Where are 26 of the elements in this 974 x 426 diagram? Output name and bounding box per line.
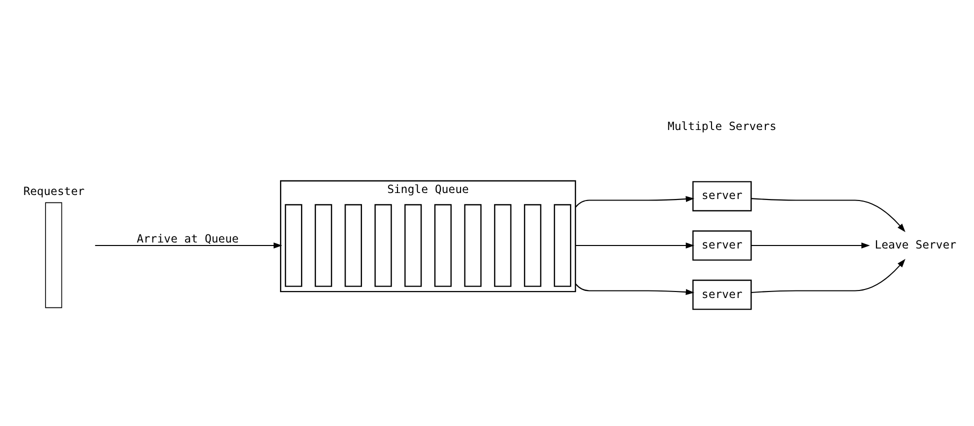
node-box [314, 204, 332, 287]
node-box [524, 204, 542, 287]
node-box: server [692, 181, 752, 212]
node-box [554, 204, 572, 287]
node-box [344, 204, 362, 287]
node-box [464, 204, 482, 287]
arrow [575, 283, 694, 296]
arrow [95, 242, 282, 249]
arrow [751, 198, 906, 232]
node-box [494, 204, 512, 287]
arrow [575, 242, 694, 249]
cluster: Single Queue [280, 180, 576, 292]
arrow [575, 196, 694, 208]
node-box [374, 204, 392, 287]
node-label: Requester [23, 184, 85, 198]
node-box [434, 204, 452, 287]
node-box [404, 204, 422, 287]
node-box [45, 202, 62, 308]
edge-label: Arrive at Queue [136, 232, 239, 246]
node-box: server [692, 230, 752, 261]
node-box: server [692, 280, 752, 310]
node-text: Leave Server [874, 238, 956, 252]
arrow [751, 242, 870, 249]
label: Multiple Servers [668, 120, 776, 133]
arrow [751, 258, 906, 293]
node-box [284, 204, 302, 287]
